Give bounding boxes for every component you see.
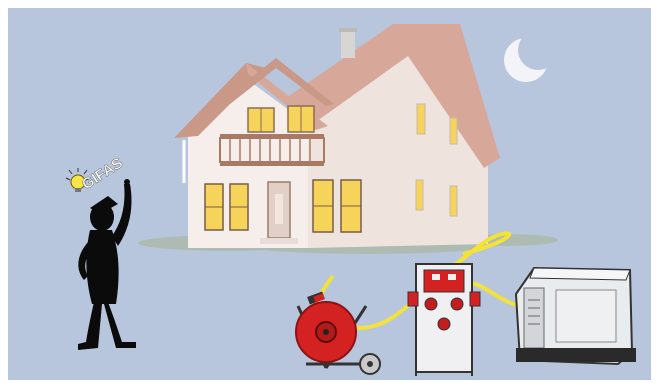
cable-reel [296,292,380,374]
chimney [341,30,355,58]
crescent-moon-icon [504,30,558,82]
house [174,24,500,248]
distribution-box [408,264,480,376]
generator [516,268,636,364]
illustration-panel: GIFAS [8,8,651,380]
illustration: GIFAS [8,8,651,380]
silhouette-person [78,179,136,350]
brand-text: GIFAS [79,155,126,194]
